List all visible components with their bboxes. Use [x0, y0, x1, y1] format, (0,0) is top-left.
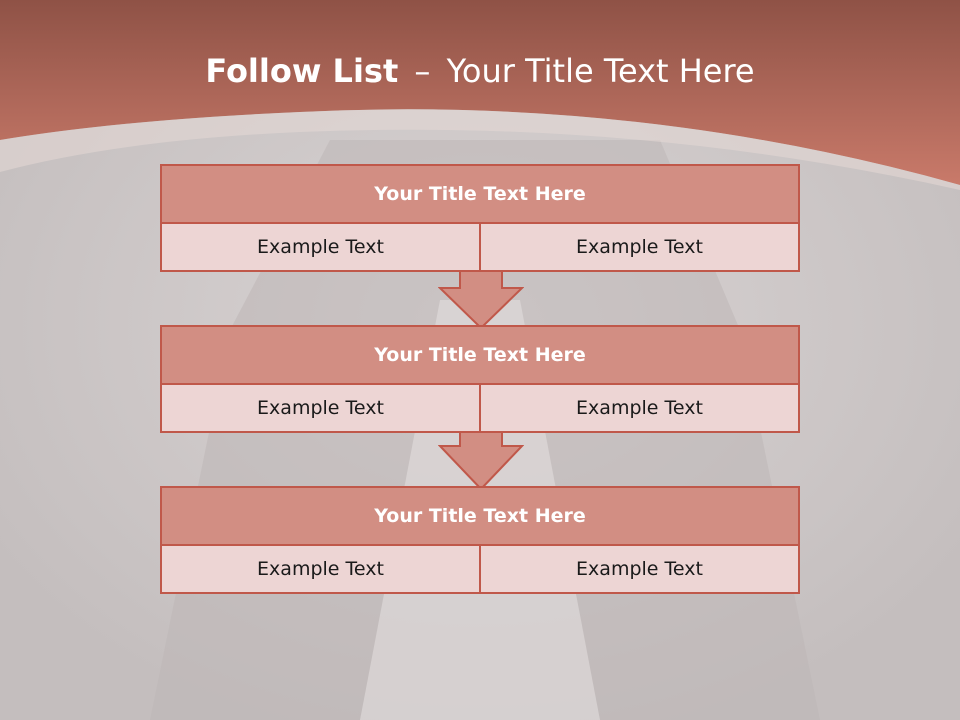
title-bold: Follow List	[205, 52, 399, 90]
block-title: Your Title Text Here	[162, 488, 798, 546]
down-arrow-1	[438, 270, 524, 330]
title-dash: –	[414, 52, 431, 90]
block-row: Example Text Example Text	[162, 546, 798, 592]
block-cell-left: Example Text	[257, 236, 384, 258]
header-band-highlight	[0, 109, 960, 190]
down-arrow-2	[438, 431, 524, 491]
block-cell-left: Example Text	[257, 558, 384, 580]
block-cell-right: Example Text	[479, 224, 798, 270]
list-block-3: Your Title Text Here Example Text Exampl…	[160, 486, 800, 594]
list-block-1: Your Title Text Here Example Text Exampl…	[160, 164, 800, 272]
block-row: Example Text Example Text	[162, 224, 798, 270]
block-title: Your Title Text Here	[162, 327, 798, 385]
block-title: Your Title Text Here	[162, 166, 798, 224]
block-cell-right: Example Text	[479, 385, 798, 431]
block-cell-left: Example Text	[257, 397, 384, 419]
block-row: Example Text Example Text	[162, 385, 798, 431]
title-rest: Your Title Text Here	[446, 52, 755, 90]
block-cell-right: Example Text	[479, 546, 798, 592]
list-block-2: Your Title Text Here Example Text Exampl…	[160, 325, 800, 433]
header-band	[0, 0, 960, 185]
slide-title: Follow List – Your Title Text Here	[0, 52, 960, 90]
